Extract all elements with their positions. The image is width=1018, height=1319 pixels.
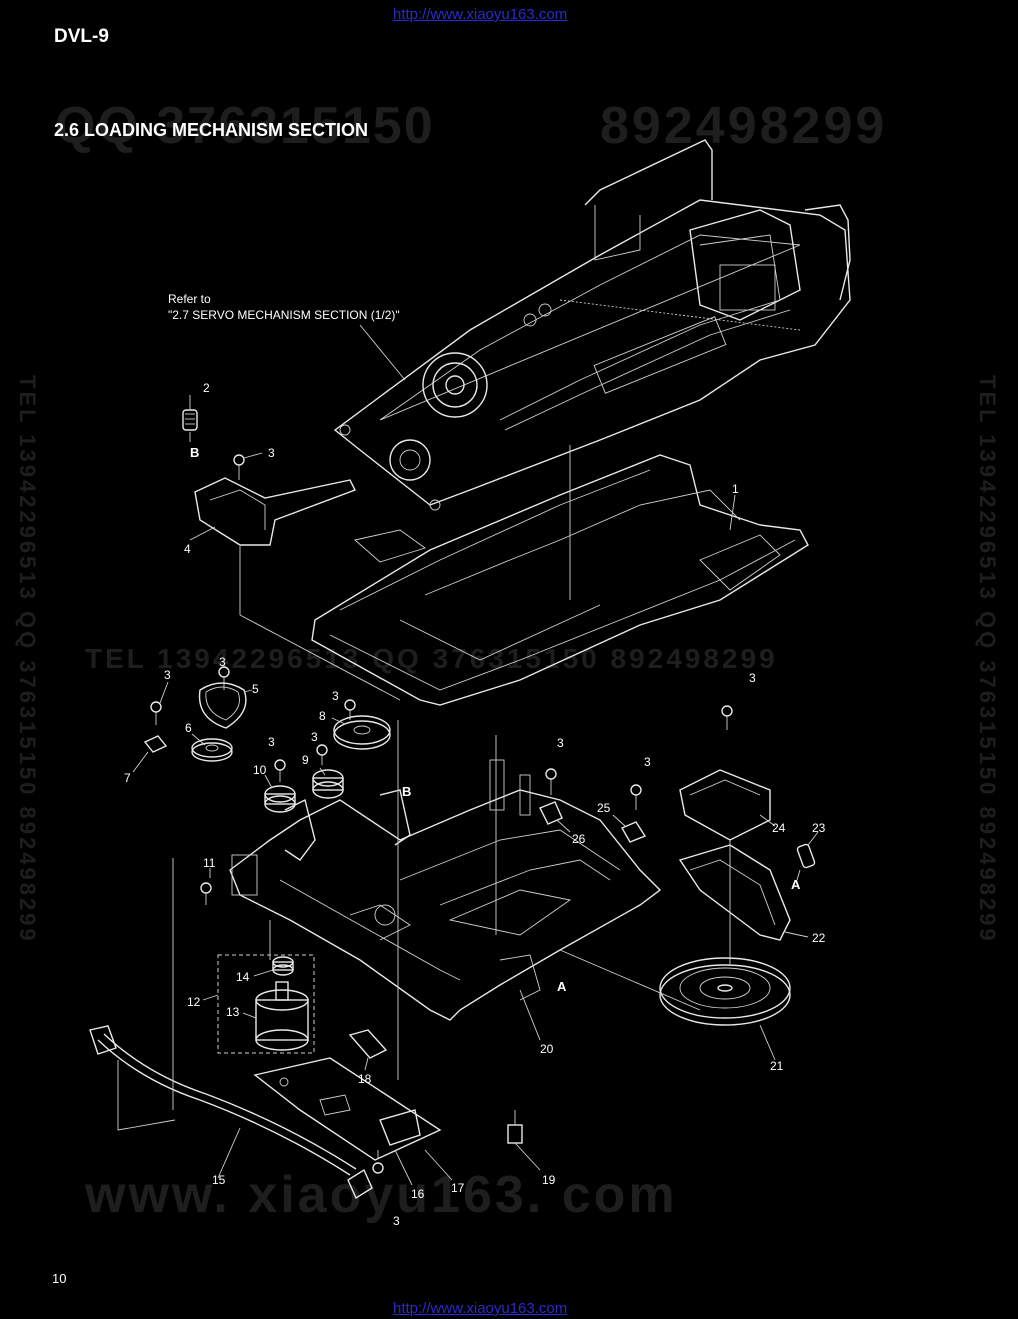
watermark-qq-top-left: QQ 376315150: [55, 97, 435, 155]
part-14-pulley: [253, 956, 294, 977]
label-part-3-j: 3: [749, 671, 756, 685]
label-part-14: 14: [236, 970, 250, 984]
label-part-9: 9: [302, 753, 309, 767]
label-part-8: 8: [319, 709, 326, 723]
part-22-arm: [678, 844, 809, 941]
source-link-top[interactable]: http://www.xiaoyu163.com: [393, 6, 568, 23]
label-part-24: 24: [772, 821, 786, 835]
label-ref-b-top: B: [190, 445, 199, 460]
part-19-stopper: [507, 1110, 541, 1171]
part-26-lever: [539, 801, 571, 833]
label-part-3-h: 3: [557, 736, 564, 750]
label-part-21: 21: [770, 1059, 784, 1073]
part-7-clip: [132, 735, 168, 773]
label-ref-b-mid: B: [402, 784, 411, 799]
part-24-bracket: [679, 769, 776, 841]
part-5-belt: [198, 682, 253, 729]
part-12-motor-assembly: [202, 954, 315, 1054]
assembly-guide-lines: [172, 445, 731, 1110]
watermark-middle: TEL 13942296513 QQ 376315150 892498299: [85, 643, 778, 674]
label-part-3-i: 3: [644, 755, 651, 769]
part-13-motor: [242, 981, 309, 1051]
label-part-25: 25: [597, 801, 611, 815]
label-part-11: 11: [203, 856, 216, 870]
part-10-gear: [264, 774, 296, 813]
refer-note-line1: Refer to: [168, 292, 211, 306]
part-17-leader: [424, 1149, 453, 1181]
watermark-bottom: www. xiaoyu163. com: [85, 1166, 678, 1224]
label-part-23: 23: [812, 821, 826, 835]
label-ref-a-right: A: [791, 877, 801, 892]
part-20-base-chassis: [229, 759, 662, 1041]
part-1-tray: [311, 454, 809, 706]
refer-note: Refer to "2.7 SERVO MECHANISM SECTION (1…: [168, 291, 400, 323]
label-part-7: 7: [124, 771, 131, 785]
section-title: 2.6 LOADING MECHANISM SECTION: [54, 120, 369, 140]
part-15-cable: [89, 1025, 373, 1200]
part-6-pulley: [191, 733, 233, 762]
label-part-3-b: 3: [164, 668, 171, 682]
label-part-3-d: 3: [332, 689, 339, 703]
label-part-12: 12: [187, 995, 201, 1009]
label-part-6: 6: [185, 721, 192, 735]
part-2-spring: [182, 395, 198, 442]
label-part-3-a: 3: [268, 446, 275, 460]
label-part-10: 10: [253, 763, 267, 777]
servo-mechanism-assembly: [333, 139, 851, 511]
source-link-bottom[interactable]: http://www.xiaoyu163.com: [393, 1300, 568, 1317]
label-part-4: 4: [184, 542, 191, 556]
refer-note-line2: "2.7 SERVO MECHANISM SECTION (1/2)": [168, 308, 400, 322]
screws-3: [150, 452, 733, 1174]
part-16-pcb: [253, 1057, 442, 1186]
part-18-switch: [348, 1029, 388, 1071]
part-23-spring: [796, 831, 819, 881]
label-part-22: 22: [812, 931, 826, 945]
label-part-26: 26: [572, 832, 586, 846]
label-part-3-c: 3: [219, 655, 226, 669]
label-part-16: 16: [411, 1187, 425, 1201]
label-part-3-f: 3: [311, 730, 318, 744]
page-number: 10: [52, 1271, 67, 1286]
label-part-17: 17: [451, 1181, 465, 1195]
label-part-3-e: 3: [268, 735, 275, 749]
watermark-qq-top-right: 892498299: [600, 97, 888, 155]
part-4-slider: [189, 477, 356, 546]
label-ref-a-base: A: [557, 979, 567, 994]
label-part-3-g: 3: [393, 1214, 400, 1228]
label-part-5: 5: [252, 682, 259, 696]
label-part-18: 18: [358, 1072, 372, 1086]
label-part-20: 20: [540, 1042, 554, 1056]
label-part-13: 13: [226, 1005, 240, 1019]
part-21-cam-gear: [659, 957, 791, 1061]
part-9-gear: [312, 767, 344, 799]
label-part-19: 19: [542, 1173, 556, 1187]
part-25-lever: [612, 814, 647, 843]
part-8-gear: [331, 715, 391, 750]
label-part-15: 15: [212, 1173, 226, 1187]
model-name: DVL-9: [54, 26, 109, 47]
label-part-1: 1: [732, 482, 739, 496]
label-part-2: 2: [203, 381, 210, 395]
